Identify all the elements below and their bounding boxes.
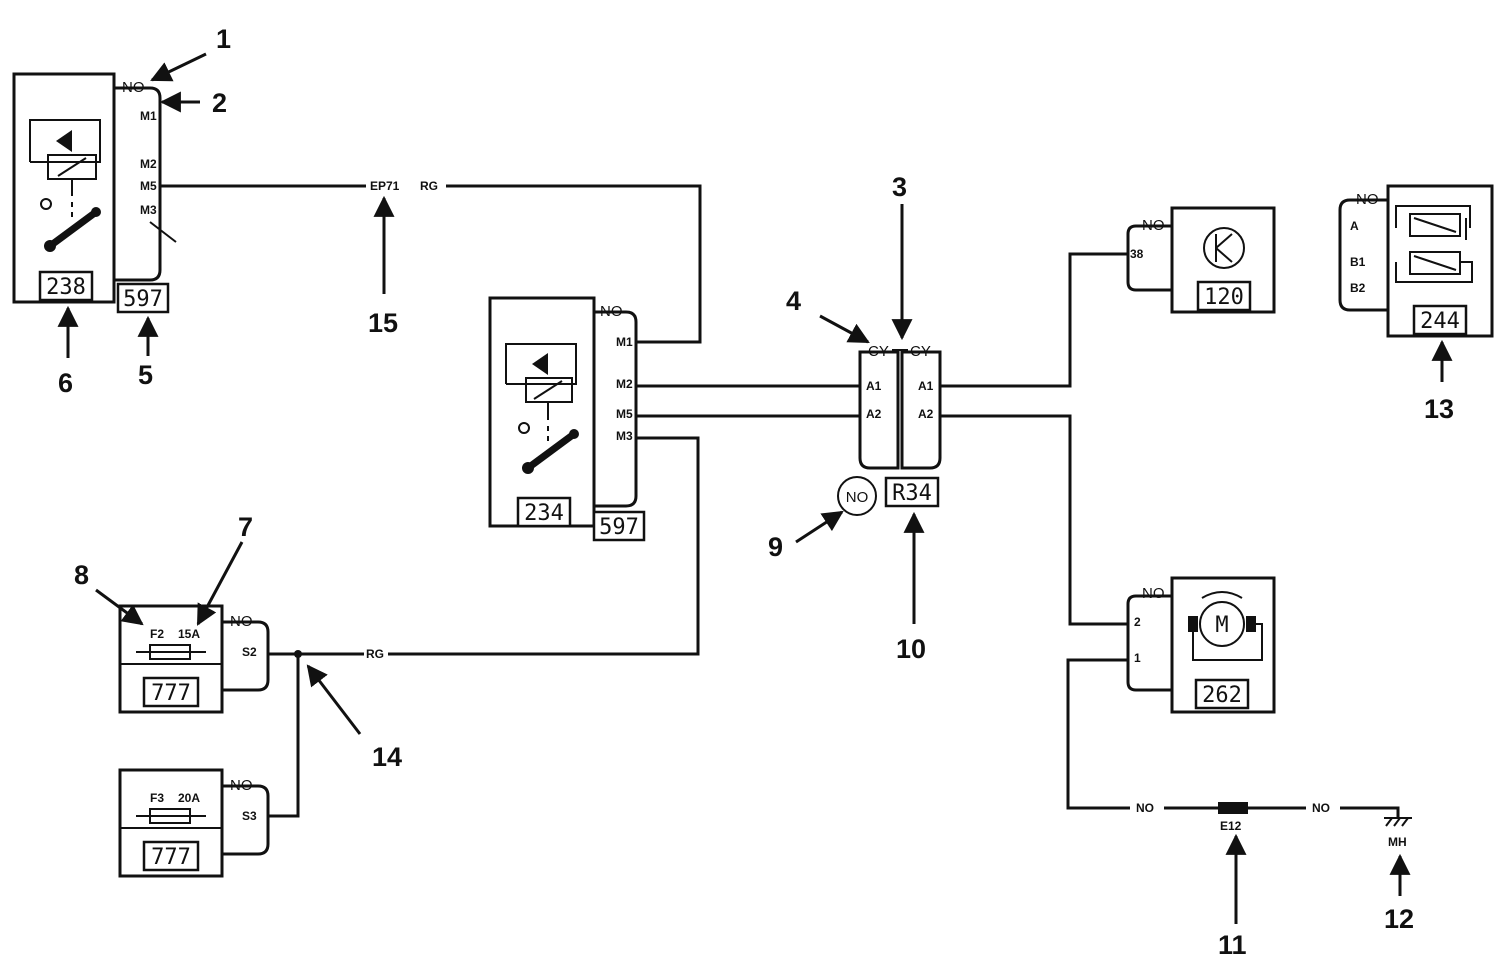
wire-m3-rg [268,436,700,656]
svg-text:F3: F3 [150,791,164,805]
svg-text:NO: NO [600,303,623,320]
wire-a2-262 [940,414,1128,626]
component-code-244: 244 [1420,309,1460,334]
callouts: 1 2 3 4 5 6 7 8 9 10 11 12 13 14 15 [57,24,1454,960]
svg-text:15A: 15A [178,627,200,641]
svg-text:NO: NO [230,613,253,630]
splice-e12-icon [1218,802,1248,814]
svg-text:1: 1 [1134,651,1141,665]
svg-text:M1: M1 [140,109,157,123]
callout-7: 7 [238,512,253,542]
ground-icon [1384,817,1412,827]
callout-12: 12 [1384,904,1414,934]
relay-238: 238 597 NO M1 M2 M5 M3 [12,72,177,314]
svg-text:NO: NO [1356,191,1379,208]
component-code-777-b: 777 [151,845,191,870]
color-circle-no: NO [846,489,869,506]
fuse-icon [136,808,206,824]
svg-text:S2: S2 [242,645,257,659]
svg-text:A1: A1 [918,379,934,393]
component-code-120: 120 [1204,285,1244,310]
relay-coil-icon [29,119,101,252]
component-code-r34: R34 [892,481,932,506]
component-code-238: 238 [46,275,86,300]
svg-text:M3: M3 [140,203,157,217]
svg-text:M1: M1 [616,335,633,349]
thermistor-icon [1395,205,1473,283]
callout-3: 3 [892,172,907,202]
fuse-box-f3: F3 20A 777 NO S3 [118,768,270,878]
connector-code-597-a: 597 [123,287,163,312]
callout-5: 5 [138,360,153,390]
wire-color-rg-top: RG [420,179,438,193]
callout-15: 15 [368,308,398,338]
svg-text:B2: B2 [1350,281,1366,295]
component-code-262: 262 [1202,683,1242,708]
svg-text:A: A [1350,219,1359,233]
svg-text:CY: CY [910,343,931,360]
splice-label-e12: E12 [1220,819,1242,833]
connector-code-597-b: 597 [599,515,639,540]
svg-text:NO: NO [1136,801,1154,815]
sensor-icon [1203,227,1245,269]
wire-color-rg-bottom: RG [366,647,384,661]
wiring: EP71 RG RG NO NO E12 MH [160,178,1412,849]
svg-text:M5: M5 [140,179,157,193]
callout-9: 9 [768,532,783,562]
splice-label-ep71: EP71 [370,179,400,193]
svg-text:NO: NO [230,777,253,794]
callout-14: 14 [372,742,402,772]
callout-13: 13 [1424,394,1454,424]
relay-234: 234 597 NO M1 M2 M5 M3 [488,296,646,542]
svg-text:A2: A2 [866,407,882,421]
ground-label-mh: MH [1388,835,1407,849]
svg-text:B1: B1 [1350,255,1366,269]
fuse-box-f2: F2 15A 777 NO S2 [118,604,270,714]
motor-icon [1188,591,1263,661]
svg-text:NO: NO [1142,217,1165,234]
callout-10: 10 [896,634,926,664]
callout-6: 6 [58,368,73,398]
wire-s3 [268,654,300,818]
svg-text:F2: F2 [150,627,164,641]
interconnect-r34: CY CY A1 A2 A1 A2 R34 NO [837,343,942,516]
svg-text:A1: A1 [866,379,882,393]
svg-text:NO: NO [1312,801,1330,815]
motor-symbol: M [1215,613,1228,638]
relay-coil-icon [505,343,579,474]
svg-text:38: 38 [1130,247,1144,261]
callout-1: 1 [216,24,231,54]
svg-text:M2: M2 [616,377,633,391]
connector-label-no: NO [122,79,145,96]
callout-2: 2 [212,88,227,118]
callout-11: 11 [1218,930,1247,960]
svg-text:M5: M5 [616,407,633,421]
svg-text:20A: 20A [178,791,200,805]
svg-text:M2: M2 [140,157,157,171]
fuse-icon [136,644,206,660]
unit-244: 244 NO A B1 B2 [1338,184,1494,338]
svg-text:M3: M3 [616,429,633,443]
svg-text:A2: A2 [918,407,934,421]
motor-262: M 262 NO 2 1 [1126,576,1276,714]
wire-ground [1066,658,1400,818]
callout-4: 4 [786,286,801,316]
wire-a1-120 [940,252,1128,388]
svg-text:NO: NO [1142,585,1165,602]
svg-text:2: 2 [1134,615,1141,629]
component-code-234: 234 [524,501,564,526]
svg-text:CY: CY [868,343,889,360]
unit-120: 120 NO 38 [1126,206,1276,314]
svg-text:S3: S3 [242,809,257,823]
callout-8: 8 [74,560,89,590]
component-code-777-a: 777 [151,681,191,706]
